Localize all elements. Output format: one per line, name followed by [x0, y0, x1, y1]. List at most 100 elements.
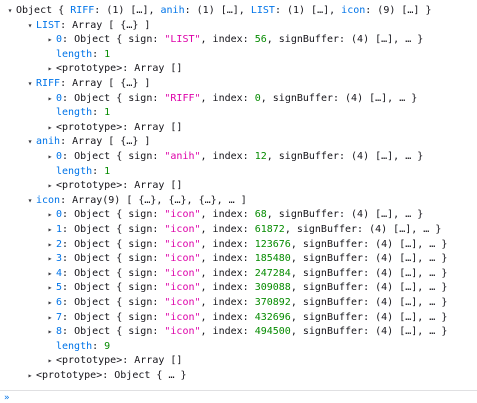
collapsed-arrow-icon[interactable]: ▸	[47, 356, 53, 366]
number-value: 12	[254, 151, 267, 162]
property-key: length	[56, 107, 93, 119]
collapsed-arrow-icon[interactable]: ▸	[47, 225, 53, 234]
number-value: 1	[104, 48, 111, 60]
collapsed-arrow-icon[interactable]: ▸	[47, 239, 53, 249]
text-fragment: : Object { sign:	[62, 267, 165, 279]
collapsed-arrow-icon[interactable]: ▸	[47, 254, 53, 264]
property-key: 5	[56, 282, 63, 294]
collapsed-arrow-icon[interactable]: ▸	[47, 64, 53, 74]
tree-row-expandable[interactable]: ▸8: Object { sign: "icon", index: 494500…	[46, 325, 448, 340]
text-fragment: : Object { sign:	[62, 238, 165, 250]
property-key: LIST	[250, 5, 275, 16]
tree-row-expandable[interactable]: ▸<prototype>: Array []	[46, 179, 183, 194]
tree-row-expandable[interactable]: ▸3: Object { sign: "icon", index: 185480…	[46, 252, 448, 267]
tree-row-expandable[interactable]: ▸0: Object { sign: "LIST", index: 56, si…	[46, 33, 424, 48]
tree-row-expandable[interactable]: ▾Object { RIFF: (1) […], anih: (1) […], …	[6, 4, 432, 19]
string-value: "icon"	[164, 267, 201, 279]
property-key: length	[56, 340, 93, 352]
text-fragment: , index:	[200, 282, 255, 294]
text-fragment: , index:	[200, 151, 255, 162]
tree-row-expandable[interactable]: ▸0: Object { sign: "RIFF", index: 0, sig…	[46, 92, 418, 107]
text-fragment: Object {	[16, 5, 71, 16]
text-fragment: , index:	[200, 253, 255, 265]
tree-row-expandable[interactable]: ▸2: Object { sign: "icon", index: 123676…	[46, 238, 448, 253]
string-value: "icon"	[164, 282, 201, 294]
text-fragment: <prototype>: Array []	[56, 180, 183, 192]
tree-row-expandable[interactable]: ▸<prototype>: Object { … }	[26, 369, 187, 384]
property-key: 0	[56, 209, 63, 221]
text-fragment: : Object { sign:	[62, 297, 165, 308]
tree-row: length: 1	[46, 48, 110, 63]
number-value: 0	[254, 92, 261, 104]
collapsed-arrow-icon[interactable]: ▸	[47, 122, 53, 132]
string-value: "LIST"	[164, 34, 201, 46]
string-value: "icon"	[164, 311, 201, 323]
tree-row-expandable[interactable]: ▸4: Object { sign: "icon", index: 247284…	[46, 267, 448, 282]
number-value: 432696	[254, 311, 291, 323]
text-fragment: <prototype>: Object { … }	[36, 370, 187, 381]
collapsed-arrow-icon[interactable]: ▸	[47, 181, 53, 191]
text-fragment: , signBuffer: (4) […], … }	[290, 253, 448, 265]
text-fragment: <prototype>: Array []	[56, 121, 183, 133]
expanded-arrow-icon[interactable]: ▾	[27, 195, 33, 205]
string-value: "icon"	[164, 209, 201, 221]
text-fragment: , index:	[200, 326, 255, 338]
number-value: 56	[254, 34, 267, 46]
tree-row-expandable[interactable]: ▸5: Object { sign: "icon", index: 309088…	[46, 281, 448, 296]
property-key: 0	[56, 92, 63, 104]
tree-row-expandable[interactable]: ▾anih: Array [ {…} ]	[26, 135, 151, 150]
property-key: 0	[56, 34, 63, 46]
expanded-arrow-icon[interactable]: ▾	[27, 20, 33, 30]
property-key: 4	[56, 267, 63, 279]
property-key: 2	[56, 238, 63, 250]
collapsed-arrow-icon[interactable]: ▸	[47, 210, 53, 220]
text-fragment: , signBuffer: (4) […], … }	[260, 92, 418, 104]
console-input-bar[interactable]	[0, 390, 477, 401]
collapsed-arrow-icon[interactable]: ▸	[47, 93, 53, 103]
tree-row-expandable[interactable]: ▸1: Object { sign: "icon", index: 61872,…	[46, 223, 442, 238]
string-value: "RIFF"	[164, 92, 201, 104]
property-key: 6	[56, 297, 63, 308]
collapsed-arrow-icon[interactable]: ▸	[47, 152, 53, 161]
number-value: 185480	[254, 253, 291, 265]
property-key: anih	[160, 5, 185, 16]
collapsed-arrow-icon[interactable]: ▸	[47, 35, 53, 45]
number-value: 9	[104, 340, 111, 352]
string-value: "icon"	[164, 326, 201, 338]
number-value: 123676	[254, 238, 291, 250]
text-fragment: , signBuffer: (4) […], … }	[290, 238, 448, 250]
tree-row-expandable[interactable]: ▸<prototype>: Array []	[46, 354, 183, 369]
tree-row-expandable[interactable]: ▸<prototype>: Array []	[46, 62, 183, 77]
text-fragment: :	[92, 165, 105, 177]
tree-row-expandable[interactable]: ▾RIFF: Array [ {…} ]	[26, 77, 151, 92]
tree-row-expandable[interactable]: ▸6: Object { sign: "icon", index: 370892…	[46, 296, 448, 311]
text-fragment: , signBuffer: (4) […], … }	[266, 34, 424, 46]
collapsed-arrow-icon[interactable]: ▸	[47, 298, 53, 307]
tree-row-expandable[interactable]: ▾icon: Array(9) [ {…}, {…}, {…}, … ]	[26, 194, 247, 209]
tree-row-expandable[interactable]: ▸7: Object { sign: "icon", index: 432696…	[46, 311, 448, 326]
text-fragment: : Object { sign:	[62, 253, 165, 265]
collapsed-arrow-icon[interactable]: ▸	[27, 371, 33, 380]
collapsed-arrow-icon[interactable]: ▸	[47, 268, 53, 278]
text-fragment: : Array(9) [ {…}, {…}, {…}, … ]	[60, 194, 247, 206]
text-fragment: : Object { sign:	[62, 224, 165, 235]
text-fragment: , index:	[200, 34, 255, 46]
expanded-arrow-icon[interactable]: ▾	[27, 137, 33, 147]
prompt-icon: »	[4, 393, 10, 403]
property-key: 7	[56, 311, 63, 323]
collapsed-arrow-icon[interactable]: ▸	[47, 327, 53, 337]
collapsed-arrow-icon[interactable]: ▸	[47, 312, 53, 322]
tree-row-expandable[interactable]: ▸0: Object { sign: "anih", index: 12, si…	[46, 150, 424, 165]
expanded-arrow-icon[interactable]: ▾	[27, 79, 33, 88]
expanded-arrow-icon[interactable]: ▾	[7, 6, 13, 15]
tree-row-expandable[interactable]: ▸<prototype>: Array []	[46, 121, 183, 136]
number-value: 247284	[254, 267, 291, 279]
collapsed-arrow-icon[interactable]: ▸	[47, 283, 53, 293]
tree-row-expandable[interactable]: ▸0: Object { sign: "icon", index: 68, si…	[46, 208, 424, 223]
text-fragment: : Object { sign:	[62, 34, 165, 46]
text-fragment: :	[92, 107, 105, 119]
tree-row-expandable[interactable]: ▾LIST: Array [ {…} ]	[26, 19, 151, 34]
property-key: 8	[56, 326, 63, 338]
property-key: length	[56, 48, 93, 60]
